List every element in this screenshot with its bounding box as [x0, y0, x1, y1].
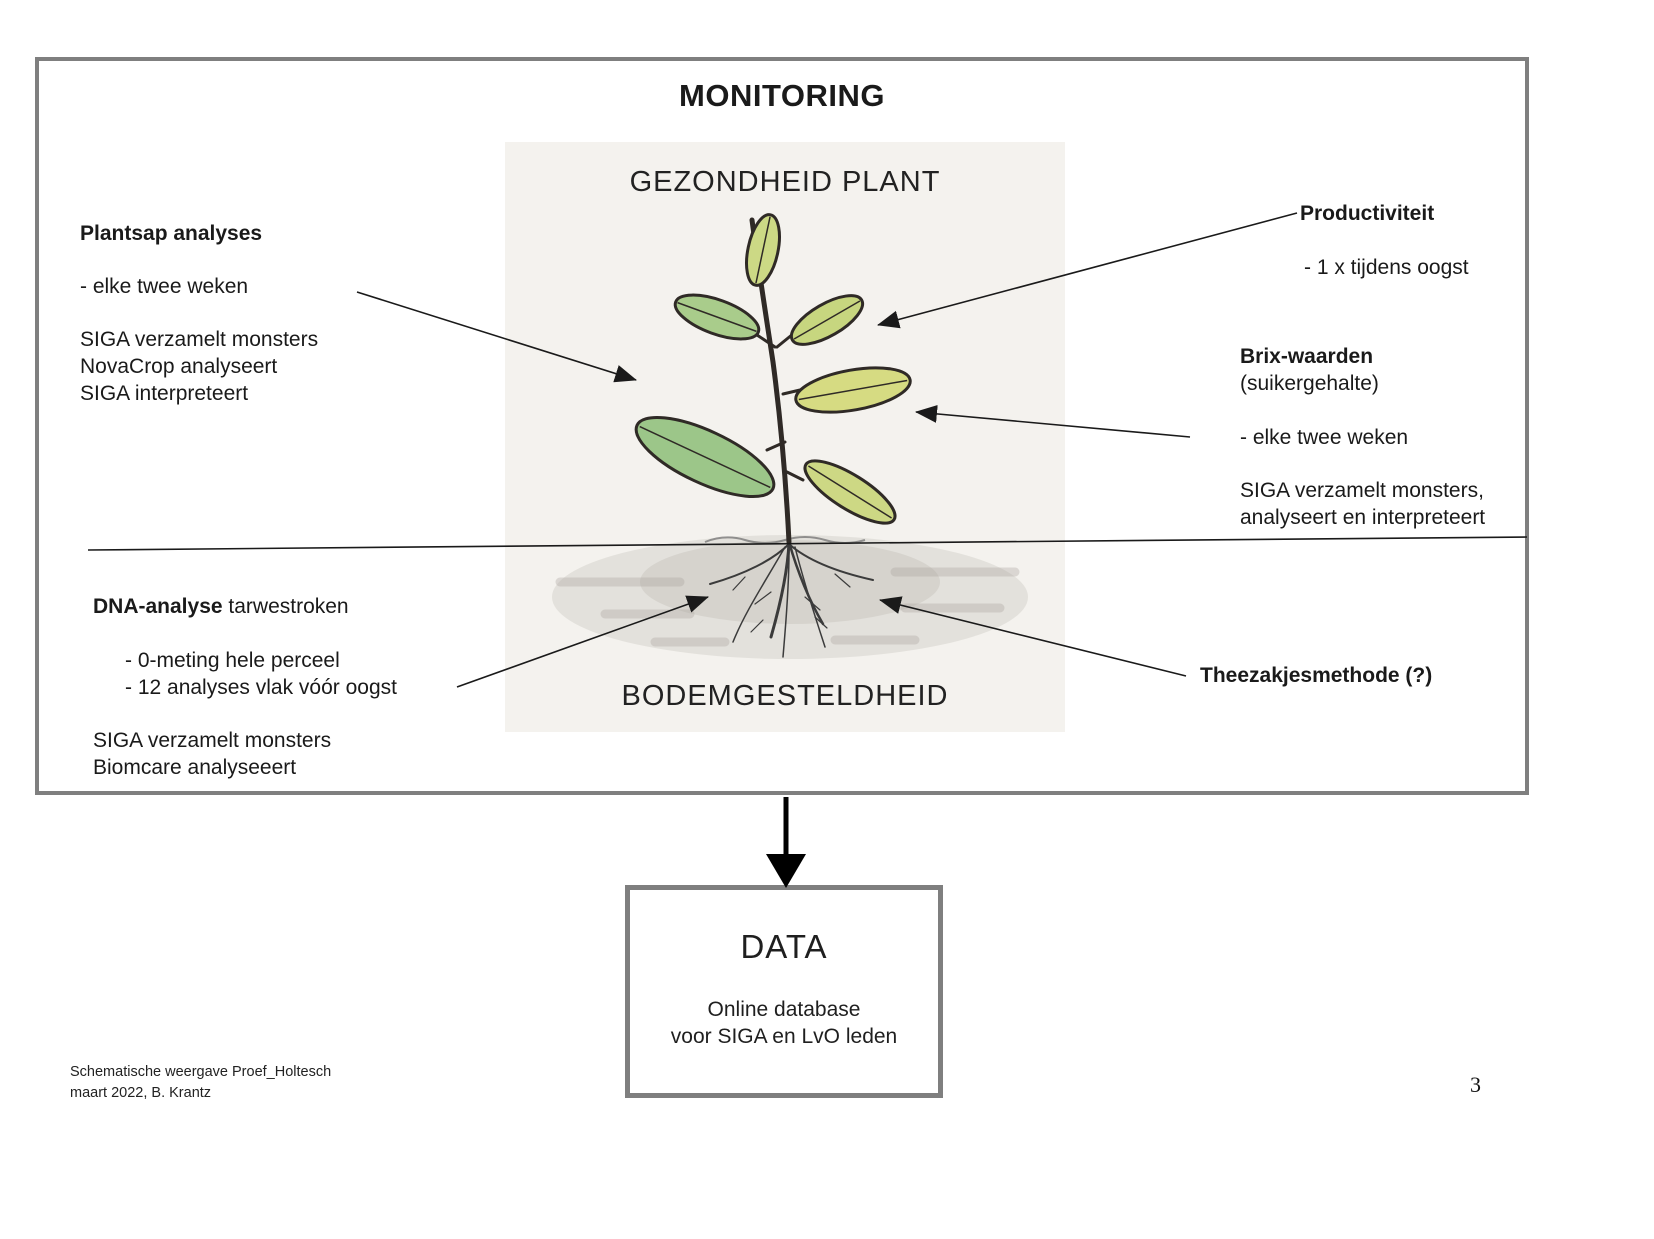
brix-line: analyseert en interpreteert — [1240, 506, 1486, 529]
plant-illustration — [552, 213, 1028, 659]
plantsap-line: SIGA verzamelt monsters — [80, 328, 319, 351]
brix-line: SIGA verzamelt monsters, — [1240, 479, 1484, 502]
productiviteit-heading: Productiviteit — [1300, 202, 1435, 225]
annotation-productiviteit: Productiviteit - 1 x tijdens oogst — [1300, 200, 1469, 281]
footer-line: maart 2022, B. Krantz — [70, 1085, 212, 1101]
data-box: DATA Online database voor SIGA en LvO le… — [625, 885, 943, 1098]
dna-line: SIGA verzamelt monsters — [93, 729, 332, 752]
annotation-theezakjes: Theezakjesmethode (?) — [1200, 662, 1432, 689]
brix-subheading: (suikergehalte) — [1240, 372, 1379, 395]
label-gezondheid-plant: GEZONDHEID PLANT — [629, 166, 941, 198]
arrow-monitoring-to-data — [766, 797, 806, 888]
plantsap-heading: Plantsap analyses — [80, 222, 263, 245]
brix-heading: Brix-waarden — [1240, 345, 1374, 368]
dna-bullet: - 0-meting hele perceel — [125, 649, 340, 672]
data-box-title: DATA — [740, 928, 828, 965]
label-bodemgesteldheid: BODEMGESTELDHEID — [621, 680, 949, 712]
data-box-line: voor SIGA en LvO leden — [670, 1025, 898, 1048]
plantsap-interval: - elke twee weken — [80, 275, 249, 298]
productiviteit-interval: - 1 x tijdens oogst — [1304, 256, 1469, 279]
data-box-line: Online database — [707, 998, 861, 1021]
soil-shading — [552, 535, 1028, 659]
footer-note: Schematische weergave Proef_Holtesch maa… — [70, 1062, 331, 1104]
dna-line: Biomcare analyseeert — [93, 756, 297, 779]
annotation-dna: DNA-analyse tarwestroken - 0-meting hele… — [93, 593, 397, 781]
plantsap-line: NovaCrop analyseert — [80, 355, 278, 378]
dna-heading-rest: tarwestroken — [222, 595, 349, 618]
page-title: MONITORING — [679, 78, 885, 113]
dna-heading-bold: DNA-analyse — [93, 595, 223, 618]
annotation-brix: Brix-waarden (suikergehalte) - elke twee… — [1240, 343, 1485, 531]
dna-bullet: - 12 analyses vlak vóór oogst — [125, 676, 397, 699]
petioles — [755, 332, 805, 482]
brix-interval: - elke twee weken — [1240, 426, 1409, 449]
plant-photo — [505, 142, 1065, 732]
page-number: 3 — [1470, 1072, 1481, 1097]
theezakjes-heading: Theezakjesmethode (?) — [1200, 664, 1433, 687]
dna-heading: DNA-analyse tarwestroken — [93, 593, 397, 620]
annotation-plantsap: Plantsap analyses - elke twee weken SIGA… — [80, 220, 318, 407]
footer-line: Schematische weergave Proef_Holtesch — [70, 1064, 332, 1080]
leaves — [634, 213, 912, 525]
plantsap-line: SIGA interpreteert — [80, 382, 249, 405]
